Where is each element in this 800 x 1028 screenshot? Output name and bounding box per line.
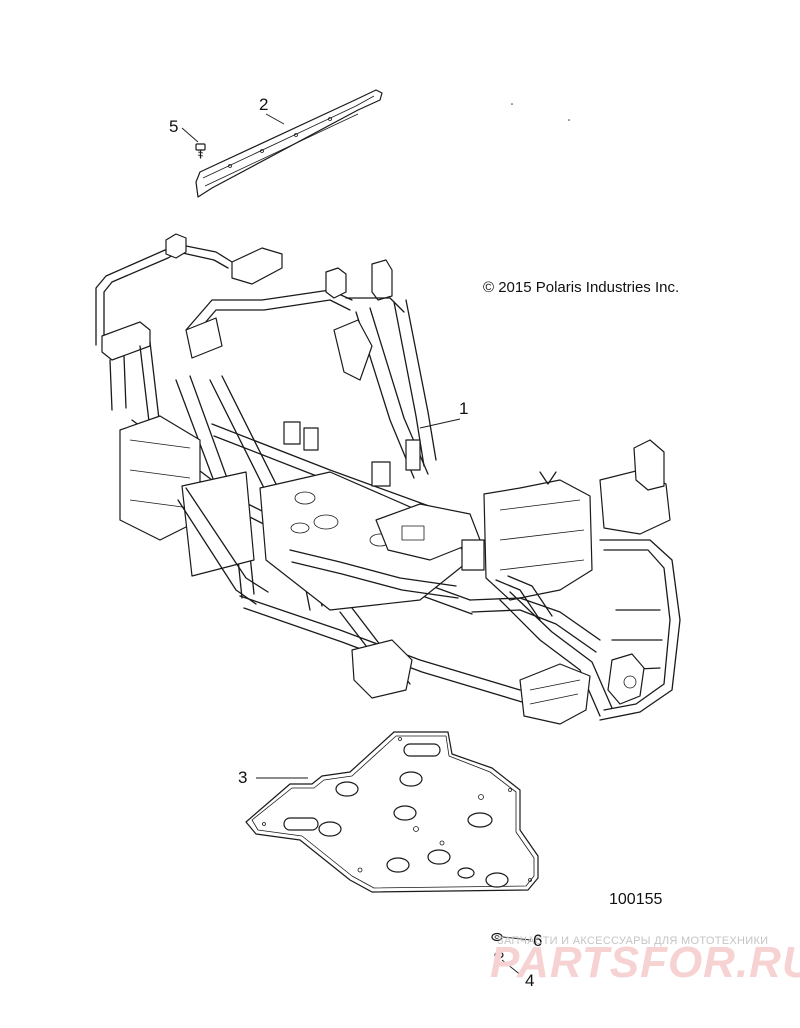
leader-line-6 [502,936,532,941]
callout-6: 6 [533,931,542,950]
part-4-washer [494,951,504,965]
leader-line-4 [501,959,523,977]
watermark-logo: PARTSFOR.RU [490,938,800,987]
leader-line-1 [419,418,461,429]
part-1-main-frame [95,233,681,725]
leader-line-5 [181,127,199,143]
leader-line-2 [265,113,285,125]
part-2-cross-bar [195,89,383,198]
callout-3: 3 [238,768,247,787]
part-6-nut [491,932,503,942]
callout-2: 2 [259,95,268,114]
copyright-notice: © 2015 Polaris Industries Inc. [483,279,679,296]
part-3-skid-plate [245,731,539,893]
callout-4: 4 [525,971,534,990]
callout-5: 5 [169,117,178,136]
callout-1: 1 [459,399,468,418]
watermark-tagline: ЗАПЧАСТИ И АКСЕССУАРЫ ДЛЯ МОТОТЕХНИКИ [497,935,768,947]
document-number: 100155 [609,891,662,908]
part-5-bolt [195,143,206,159]
